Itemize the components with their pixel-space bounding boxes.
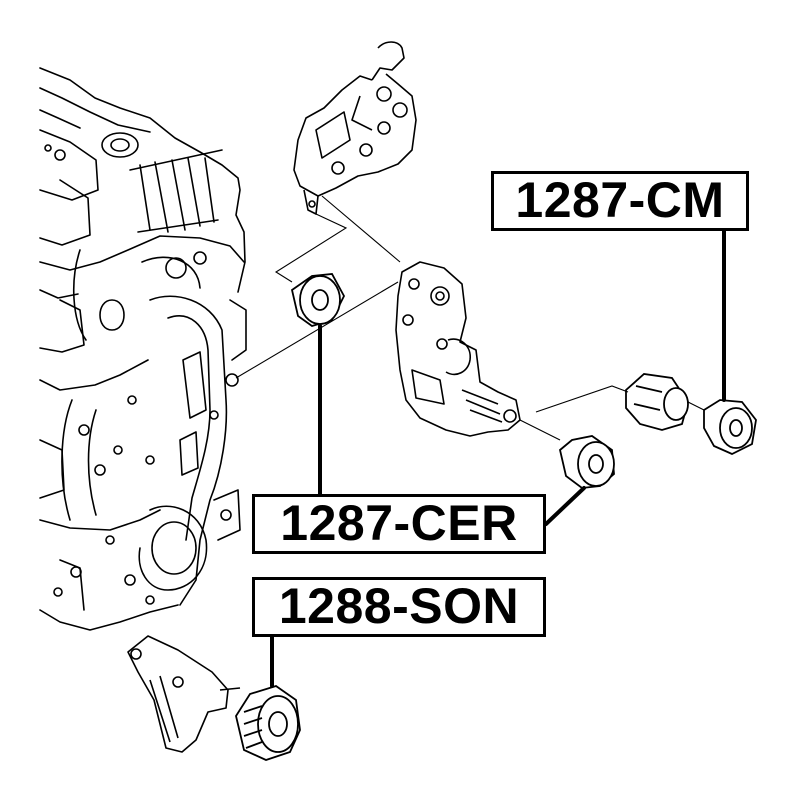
part-label-1287-cm: 1287-CM [491,171,749,231]
lower-bracket-assembly [127,635,241,753]
leader-1287-cer-lower [544,486,586,526]
engine-block [39,67,247,631]
ribbed-pulley [235,685,301,761]
upper-mounting-bracket [293,41,417,215]
small-idler-pulley [703,399,757,455]
part-label-1288-son: 1288-SON [252,577,546,637]
leader-lines [270,229,726,688]
tensioner-bracket [395,261,521,437]
tensioner-pulley [558,435,615,489]
part-label-1287-cer: 1287-CER [252,494,546,554]
idler-pulley-upper [290,273,346,327]
assembly-guide-lines [235,195,705,441]
pulley-housing [625,373,689,431]
